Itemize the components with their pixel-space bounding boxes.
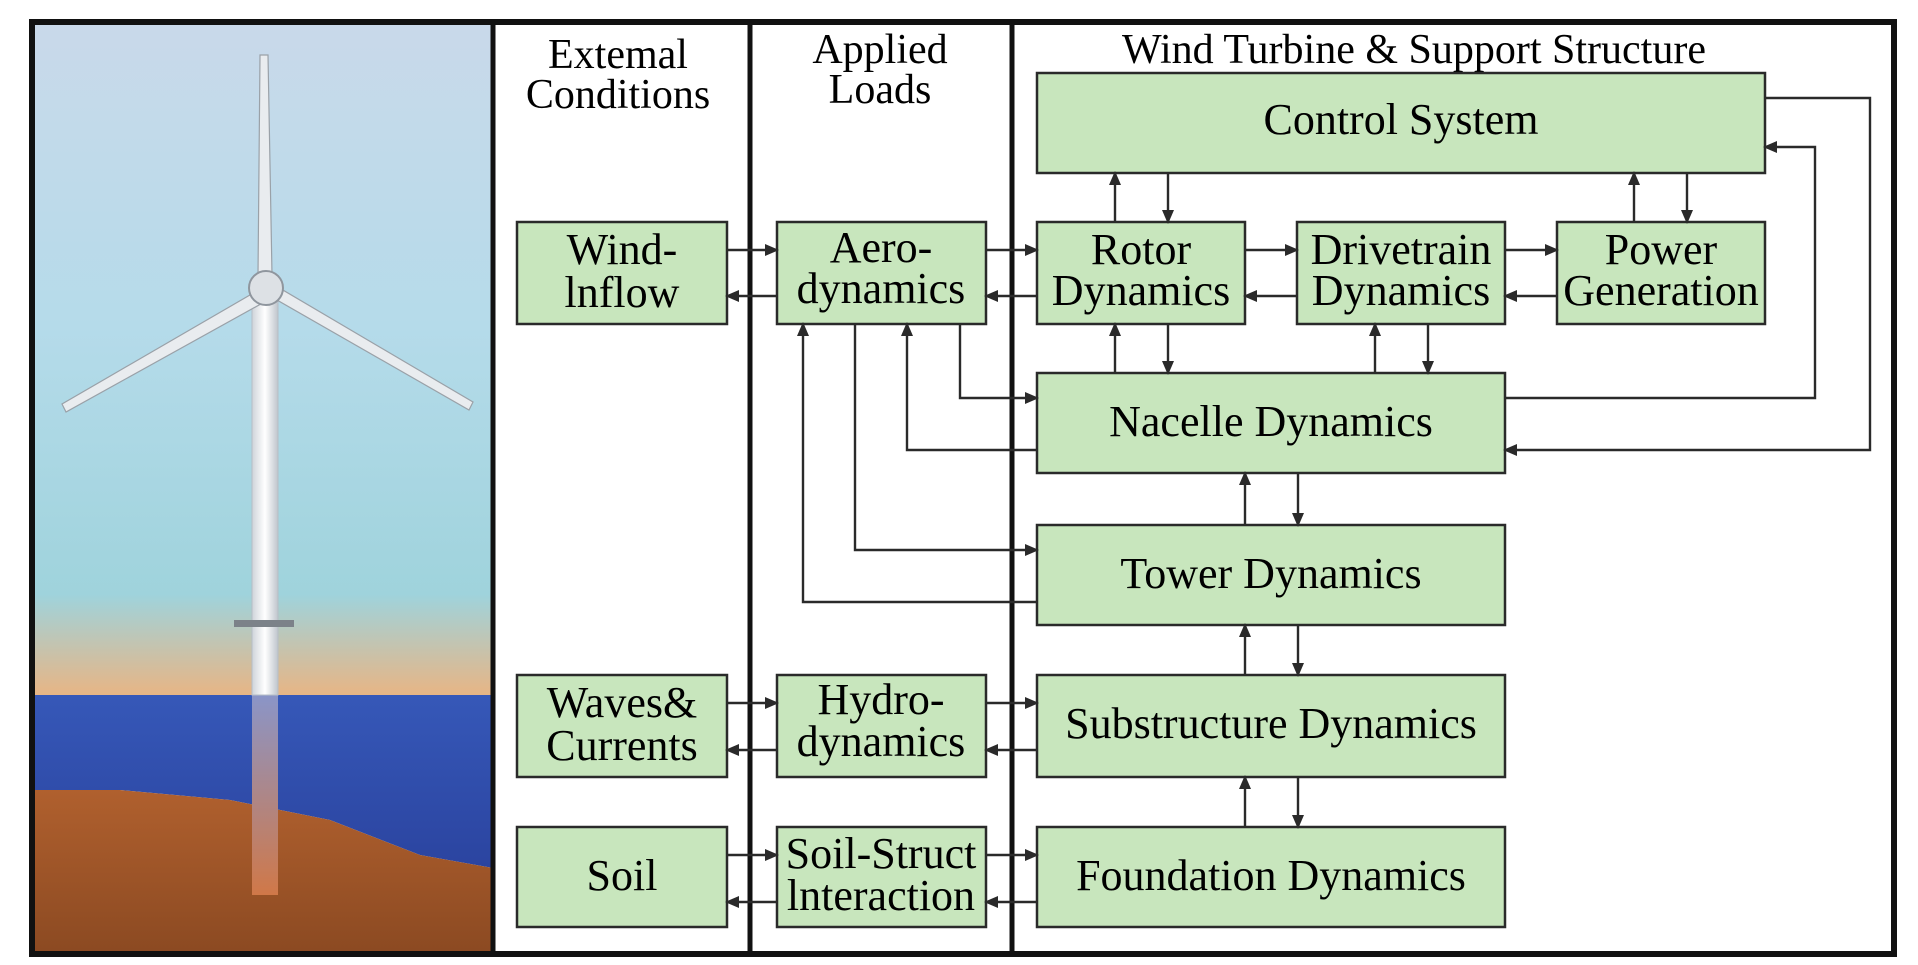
hydrodynamics-label-line2: dynamics	[797, 717, 966, 766]
arrow-tower-to-aero	[797, 322, 1037, 604]
waves-currents-label-line2: Currents	[546, 721, 698, 770]
box-substructure-dynamics: Substructure Dynamics	[1035, 673, 1507, 779]
wind-inflow-label-line1: Wind-	[567, 225, 678, 274]
box-soil-struct-interaction: Soil-Struct lnteraction	[775, 825, 988, 929]
substructure-dynamics-label: Substructure Dynamics	[1065, 699, 1477, 748]
box-power-generation: Power Generation	[1555, 220, 1767, 326]
arrow-aero-to-tower	[853, 324, 1039, 556]
drivetrain-dynamics-label-line1: Drivetrain	[1311, 225, 1492, 274]
external-conditions-title-line2: Conditions	[526, 72, 710, 118]
rotor-hub	[248, 270, 284, 306]
box-soil: Soil	[515, 825, 729, 929]
box-hydrodynamics: Hydro- dynamics	[775, 673, 988, 779]
foundation-dynamics-label: Foundation Dynamics	[1076, 851, 1466, 900]
drivetrain-dynamics-label-line2: Dynamics	[1312, 266, 1490, 315]
soil-label: Soil	[587, 851, 658, 900]
turbine-illustration	[35, 25, 493, 951]
box-control-system: Control System	[1035, 71, 1767, 175]
aerodynamics-label-line1: Aero-	[830, 223, 933, 272]
waves-currents-label-line1: Waves&	[547, 678, 697, 727]
hydrodynamics-label-line1: Hydro-	[817, 675, 944, 724]
rotor-dynamics-label-line2: Dynamics	[1052, 266, 1230, 315]
box-nacelle-dynamics: Nacelle Dynamics	[1035, 371, 1507, 475]
transition-platform	[234, 620, 294, 627]
monopile	[252, 695, 278, 895]
power-generation-label-line1: Power	[1605, 225, 1718, 274]
external-conditions-title-line1: Extemal	[548, 32, 688, 78]
turbine-tower	[251, 284, 279, 696]
box-drivetrain-dynamics: Drivetrain Dynamics	[1295, 220, 1507, 326]
aerodynamics-label-line2: dynamics	[797, 264, 966, 313]
applied-loads-title-line2: Loads	[829, 67, 932, 113]
box-waves-currents: Waves& Currents	[515, 673, 729, 779]
soil-struct-label-line1: Soil-Struct	[786, 829, 977, 878]
applied-loads-title-line1: Applied	[812, 27, 947, 73]
wind-turbine-title: Wind Turbine & Support Structure	[1122, 27, 1706, 73]
wind-inflow-label-line2: lnflow	[565, 268, 680, 317]
arrow-control-to-nacelle	[1503, 96, 1872, 456]
nacelle-dynamics-label: Nacelle Dynamics	[1109, 397, 1433, 446]
arrow-aero-to-nacelle	[958, 324, 1039, 404]
box-wind-inflow: Wind- lnflow	[515, 220, 729, 326]
arrow-nacelle-to-aero	[901, 322, 1037, 452]
soil-struct-label-line2: lnteraction	[787, 871, 975, 920]
box-foundation-dynamics: Foundation Dynamics	[1035, 825, 1507, 929]
control-system-label: Control System	[1263, 95, 1538, 144]
connectors	[725, 96, 1872, 908]
rotor-dynamics-label-line1: Rotor	[1091, 225, 1192, 274]
box-tower-dynamics: Tower Dynamics	[1035, 523, 1507, 627]
box-aerodynamics: Aero- dynamics	[775, 220, 988, 326]
power-generation-label-line2: Generation	[1563, 266, 1758, 315]
tower-dynamics-label: Tower Dynamics	[1120, 549, 1421, 598]
arrow-nacelle-to-control	[1505, 141, 1817, 400]
box-rotor-dynamics: Rotor Dynamics	[1035, 220, 1247, 326]
